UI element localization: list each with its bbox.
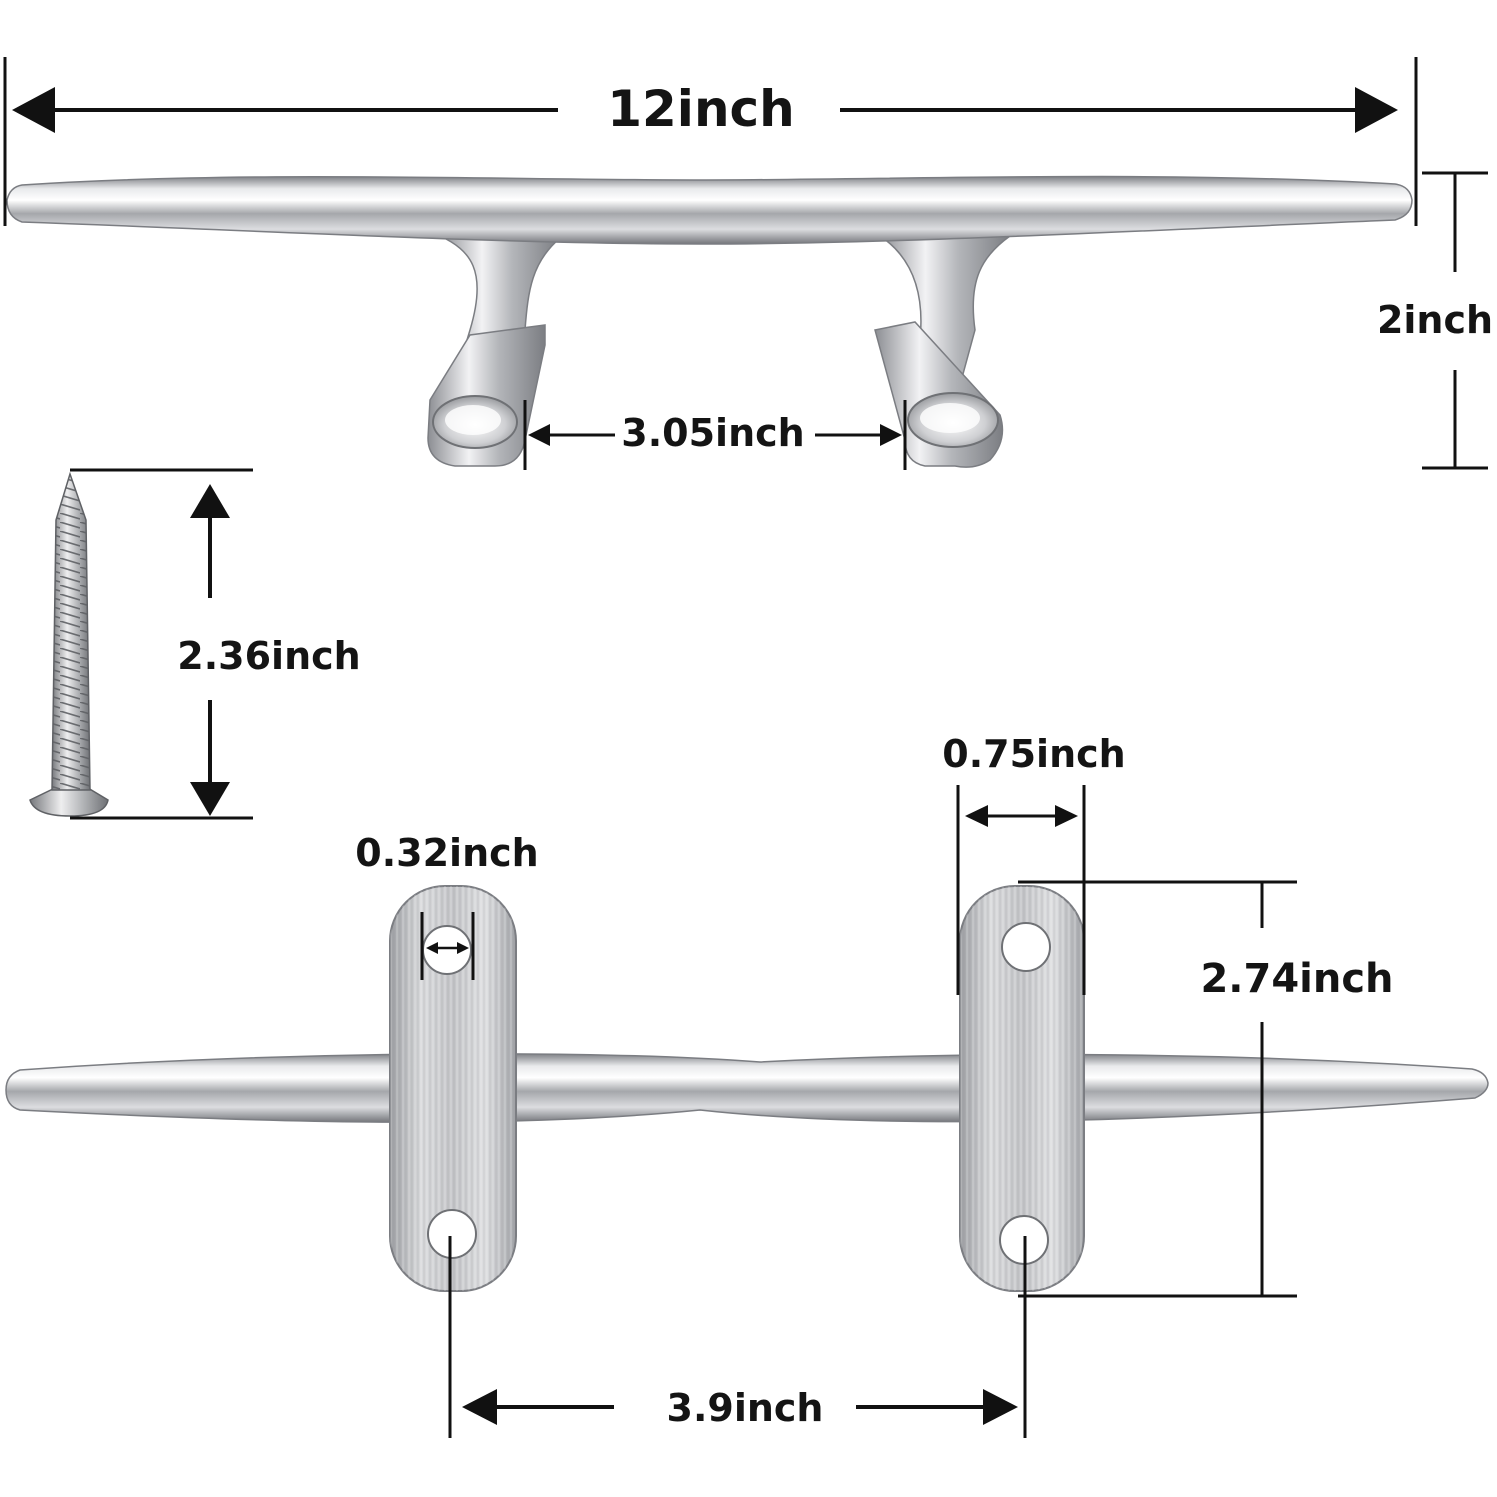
base-length-dimension: [1018, 880, 1297, 1298]
cleat-right-foot: [874, 321, 1004, 468]
cleat-bottom-view: [5, 885, 1489, 1292]
arrow-right-icon: [1055, 805, 1078, 827]
hole-diameter-dimension: [420, 912, 475, 980]
height-dimension: [1422, 171, 1488, 470]
arrow-left-icon: [528, 424, 550, 446]
screw-length-dimension: [70, 468, 253, 820]
screw-length-label: 2.36inch: [177, 634, 360, 678]
arrow-left-icon: [426, 942, 438, 954]
base-width-dimension: [956, 785, 1086, 995]
height-label: 2inch: [1377, 298, 1493, 342]
overall-length-dimension: [3, 57, 1418, 226]
arrow-down-icon: [190, 782, 230, 816]
cleat-horn-bar: [6, 175, 1413, 245]
arrow-right-icon: [1355, 87, 1398, 133]
arrow-left-icon: [12, 87, 55, 133]
hole-spacing-dimension: [448, 1236, 1027, 1438]
hole-spacing-label: 3.9inch: [667, 1386, 824, 1430]
base-gap-dimension: [523, 400, 907, 470]
screw-illustration: [29, 471, 109, 817]
arrow-up-icon: [190, 484, 230, 518]
dimension-labels: 12inch 2inch 3.05inch 2.36inch 0.32inch …: [177, 80, 1493, 1430]
arrow-left-icon: [965, 805, 988, 827]
dimension-lines: [3, 57, 1488, 1438]
screw-head: [29, 787, 109, 817]
base-gap-label: 3.05inch: [621, 411, 804, 455]
right-base-plate: [959, 885, 1085, 1292]
right-plate-top-hole: [1001, 922, 1051, 972]
overall-length-label: 12inch: [607, 80, 795, 138]
cleat-bottom-horn-bar: [5, 1053, 1489, 1123]
arrow-left-icon: [462, 1389, 497, 1425]
arrow-right-icon: [983, 1389, 1018, 1425]
left-plate-bottom-hole: [427, 1209, 477, 1259]
arrow-right-icon: [457, 942, 469, 954]
base-length-label: 2.74inch: [1200, 956, 1393, 1002]
arrow-right-icon: [880, 424, 902, 446]
base-width-label: 0.75inch: [942, 732, 1125, 776]
cleat-side-view: [6, 175, 1413, 468]
cleat-left-foot: [427, 324, 546, 467]
hole-diameter-label: 0.32inch: [355, 831, 538, 875]
left-base-plate: [389, 885, 517, 1292]
